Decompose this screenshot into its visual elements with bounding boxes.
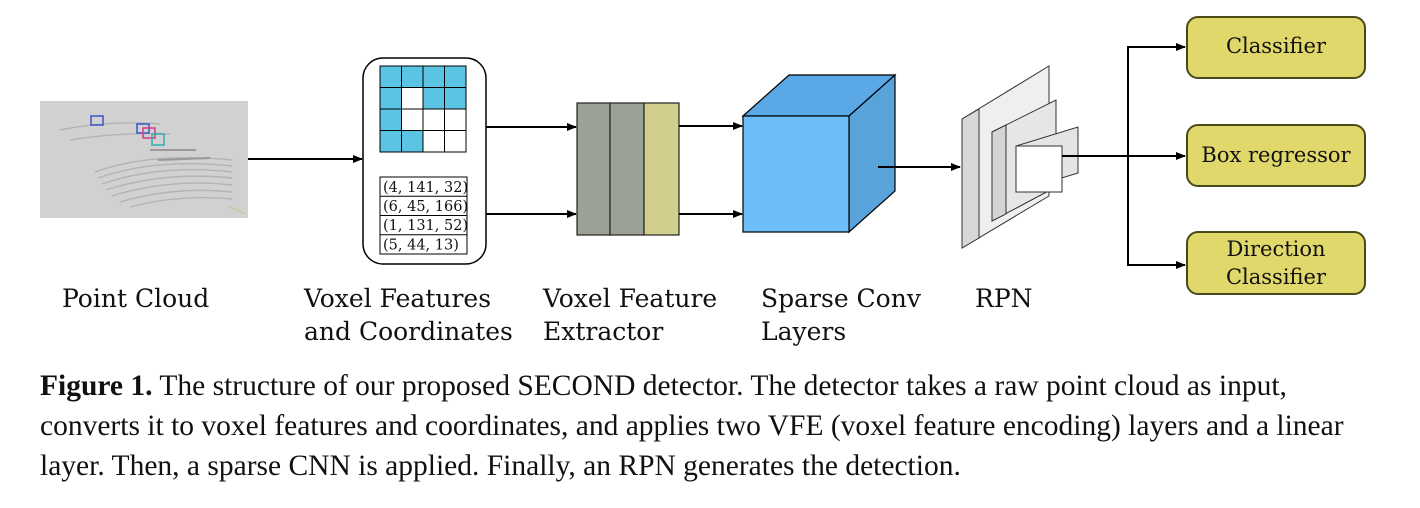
voxel-cell bbox=[444, 108, 467, 131]
voxel-cell bbox=[379, 87, 402, 110]
voxel-cell bbox=[444, 65, 467, 88]
voxel-feature-extractor-block bbox=[576, 102, 680, 236]
label-rpn: RPN bbox=[975, 284, 1033, 313]
direction-classifier-head: Direction Classifier bbox=[1186, 231, 1366, 295]
vfe-layer-1 bbox=[576, 102, 611, 236]
voxel-cell bbox=[379, 65, 402, 88]
label-voxel-features-line1: Voxel Features bbox=[303, 284, 491, 313]
coordinate-row: (1, 131, 52) bbox=[383, 218, 468, 234]
vfe-layer-2 bbox=[609, 102, 645, 236]
direction-classifier-label-line1: Direction bbox=[1226, 237, 1325, 261]
label-sparse-line2: Layers bbox=[761, 317, 846, 346]
label-vfe-line1: Voxel Feature bbox=[542, 284, 717, 313]
point-cloud-image bbox=[40, 101, 248, 218]
label-sparse-line1: Sparse Conv bbox=[761, 284, 922, 313]
rpn-block bbox=[961, 65, 1079, 249]
label-voxel-features-line2: and Coordinates bbox=[304, 317, 513, 346]
coordinate-row: (5, 44, 13) bbox=[383, 238, 459, 254]
caption-label: Figure 1. bbox=[40, 370, 153, 402]
voxel-grid bbox=[379, 65, 467, 153]
voxel-cell bbox=[401, 108, 424, 131]
direction-classifier-label-line2: Classifier bbox=[1226, 265, 1327, 289]
voxel-cell bbox=[422, 130, 445, 153]
voxel-cell bbox=[379, 108, 402, 131]
voxel-cell bbox=[401, 65, 424, 88]
voxel-cell bbox=[422, 87, 445, 110]
voxel-cell bbox=[379, 130, 402, 153]
classifier-label: Classifier bbox=[1226, 34, 1327, 58]
label-point-cloud: Point Cloud bbox=[62, 284, 209, 313]
linear-layer bbox=[643, 102, 680, 236]
classifier-head: Classifier bbox=[1186, 16, 1366, 79]
figure-caption: Figure 1. The structure of our proposed … bbox=[40, 366, 1385, 486]
coordinate-table: (4, 141, 32) (6, 45, 166) (1, 131, 52) (… bbox=[379, 176, 468, 255]
voxel-cell bbox=[444, 87, 467, 110]
voxel-cell bbox=[401, 87, 424, 110]
voxel-cell bbox=[444, 130, 467, 153]
voxel-cell bbox=[401, 130, 424, 153]
caption-text: The structure of our proposed SECOND det… bbox=[40, 370, 1344, 482]
label-vfe-line2: Extractor bbox=[543, 317, 663, 346]
coordinate-row: (4, 141, 32) bbox=[383, 180, 468, 196]
coordinate-row: (6, 45, 166) bbox=[383, 199, 468, 215]
voxel-cell bbox=[422, 65, 445, 88]
box-regressor-head: Box regressor bbox=[1186, 124, 1366, 187]
voxel-cell bbox=[422, 108, 445, 131]
sparse-conv-cube bbox=[741, 73, 897, 234]
box-regressor-label: Box regressor bbox=[1201, 143, 1351, 167]
second-architecture-diagram: (4, 141, 32) (6, 45, 166) (1, 131, 52) (… bbox=[40, 16, 1366, 346]
rpn-output-branches bbox=[1062, 43, 1186, 269]
voxel-features-panel: (4, 141, 32) (6, 45, 166) (1, 131, 52) (… bbox=[362, 57, 487, 265]
